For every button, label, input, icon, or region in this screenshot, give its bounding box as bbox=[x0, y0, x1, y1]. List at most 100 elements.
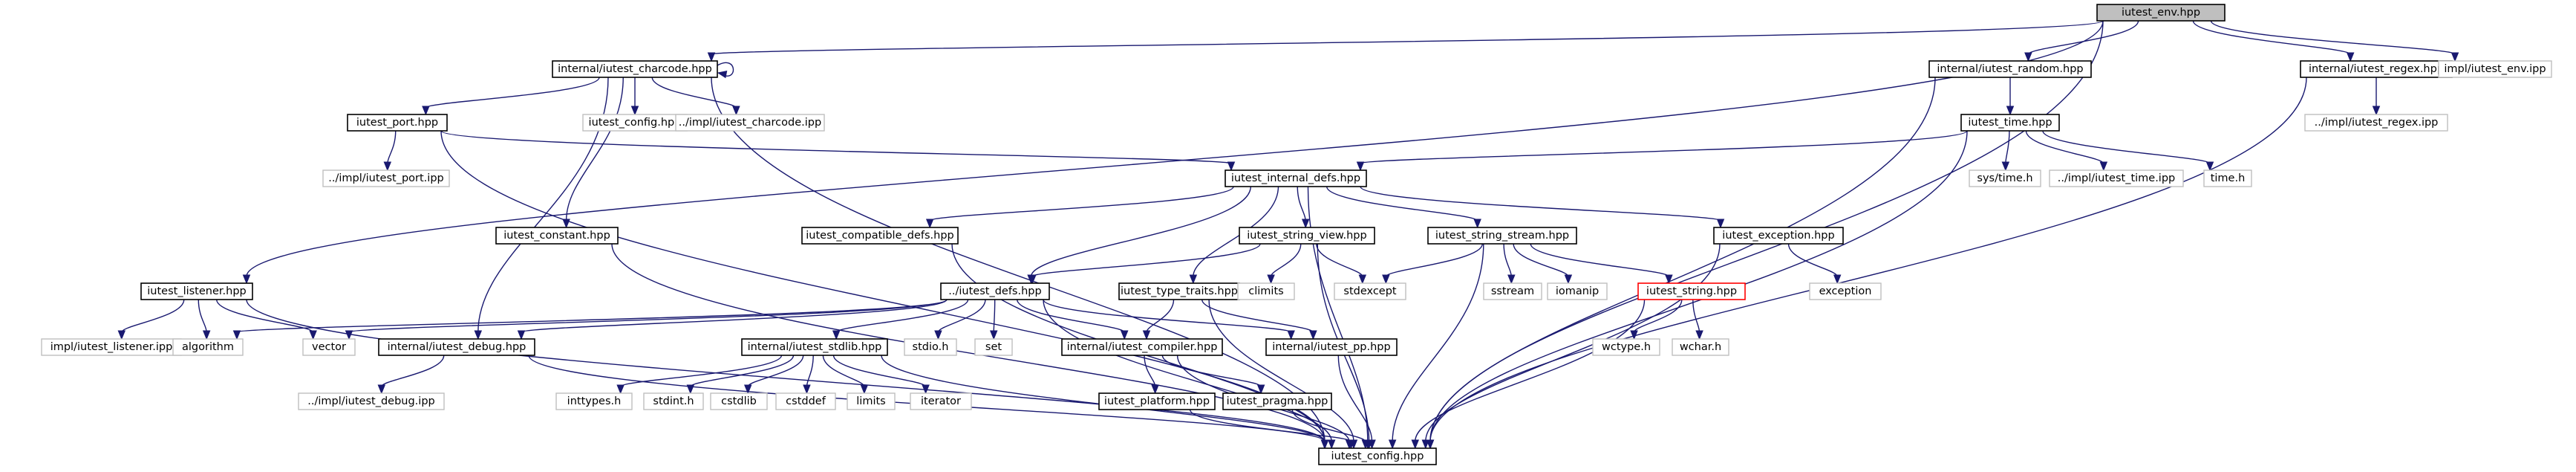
edge-line bbox=[1201, 299, 1314, 333]
edge-line bbox=[1429, 77, 2307, 442]
edge-line bbox=[1030, 186, 1251, 277]
edge-internaldefs-to-exceptionhpp bbox=[1360, 186, 1725, 229]
edge-line bbox=[1503, 243, 1513, 277]
node-box bbox=[2096, 4, 2226, 22]
node-env[interactable]: iutest_env.hpp bbox=[2096, 4, 2226, 22]
node-label: iutest_internal_defs.hpp bbox=[1231, 172, 1360, 184]
node-stringhpp[interactable]: iutest_string.hpp bbox=[1637, 282, 1746, 300]
node-box bbox=[2049, 169, 2184, 187]
node-cstdlib: cstdlib bbox=[710, 392, 768, 410]
node-pp[interactable]: internal/iutest_pp.hpp bbox=[1265, 338, 1398, 356]
edge-arrowhead bbox=[1473, 219, 1481, 229]
node-label: internal/iutest_debug.hpp bbox=[388, 341, 526, 353]
edge-arrowhead bbox=[732, 106, 740, 116]
node-label: iutest_string_view.hpp bbox=[1247, 230, 1366, 242]
edge-arrowhead bbox=[1142, 330, 1151, 340]
node-stringview[interactable]: iutest_string_view.hpp bbox=[1239, 227, 1375, 245]
node-internaldefs[interactable]: iutest_internal_defs.hpp bbox=[1225, 169, 1367, 187]
edge-compiler-to-pragma bbox=[1161, 355, 1265, 395]
edge-debug-to-debugipp bbox=[377, 355, 445, 395]
node-box bbox=[495, 227, 619, 245]
edge-arrowhead bbox=[383, 161, 392, 172]
node-timeh: time.h bbox=[2203, 169, 2252, 187]
edge-arrowhead bbox=[1120, 330, 1129, 340]
node-box bbox=[741, 338, 888, 356]
edge-listener-to-algorithm bbox=[198, 299, 211, 340]
edge-arrowhead bbox=[832, 330, 841, 340]
node-config[interactable]: iutest_config.hpp bbox=[1318, 447, 1437, 465]
edge-line bbox=[1291, 409, 1366, 442]
node-compatdefs[interactable]: iutest_compatible_defs.hpp bbox=[801, 227, 959, 245]
edge-stdlib-to-inttypes bbox=[616, 355, 783, 395]
node-charcodeipp: ../impl/iutest_charcode.ipp bbox=[675, 114, 825, 132]
edge-arrowhead bbox=[117, 330, 126, 340]
node-compiler[interactable]: internal/iutest_compiler.hpp bbox=[1061, 338, 1223, 356]
node-label: ../impl/iutest_port.ipp bbox=[328, 172, 443, 184]
edge-stringview-to-defs bbox=[1028, 243, 1261, 285]
node-algorithm: algorithm bbox=[172, 338, 244, 356]
node-iomanip: iomanip bbox=[1547, 282, 1608, 300]
edge-line bbox=[832, 355, 927, 387]
edge-arrowhead bbox=[1361, 439, 1370, 450]
edge-line bbox=[1633, 299, 1683, 333]
node-stdlib[interactable]: internal/iutest_stdlib.hpp bbox=[741, 338, 888, 356]
node-label: climits bbox=[1248, 285, 1283, 297]
edge-arrowhead bbox=[934, 330, 942, 340]
edge-arrowhead bbox=[1833, 274, 1842, 285]
node-box bbox=[1672, 338, 1729, 356]
edge-line bbox=[2042, 130, 2211, 164]
node-constant[interactable]: iutest_constant.hpp bbox=[495, 227, 619, 245]
edge-line bbox=[1429, 130, 1968, 442]
edge-arrowhead bbox=[1256, 384, 1265, 395]
node-wcharh: wchar.h bbox=[1672, 338, 1729, 356]
node-regex[interactable]: internal/iutest_regex.hpp bbox=[2300, 60, 2453, 78]
edge-stringstream-to-iomanip bbox=[1513, 243, 1573, 285]
edge-line bbox=[1208, 299, 1354, 442]
edge-arrowhead bbox=[1301, 219, 1310, 229]
edge-line bbox=[1316, 243, 1363, 277]
node-box bbox=[1265, 338, 1398, 356]
edge-line bbox=[1161, 355, 1262, 387]
edge-line bbox=[711, 77, 1326, 442]
node-label: sys/time.h bbox=[1977, 172, 2032, 184]
node-label: exception bbox=[1819, 285, 1872, 297]
node-timeipp: ../impl/iutest_time.ipp bbox=[2049, 169, 2184, 187]
edge-arrowhead bbox=[2024, 52, 2032, 62]
node-box bbox=[1547, 282, 1608, 300]
edge-stringhpp-to-wcharh bbox=[1692, 299, 1703, 340]
edge-stringview-to-climits bbox=[1267, 243, 1302, 285]
node-debug[interactable]: internal/iutest_debug.hpp bbox=[378, 338, 535, 356]
edge-arrowhead bbox=[1630, 330, 1638, 340]
node-regexipp: ../impl/iutest_regex.ipp bbox=[2304, 114, 2448, 132]
node-limits: limits bbox=[847, 392, 896, 410]
node-exceptionhpp[interactable]: iutest_exception.hpp bbox=[1713, 227, 1844, 245]
node-port[interactable]: iutest_port.hpp bbox=[347, 114, 448, 132]
node-defs[interactable]: ../iutest_defs.hpp bbox=[940, 282, 1050, 300]
edge-line bbox=[1031, 243, 1261, 277]
node-time[interactable]: iutest_time.hpp bbox=[1960, 114, 2060, 132]
edge-arrowhead bbox=[803, 384, 811, 395]
edge-arrowhead bbox=[345, 330, 353, 340]
edge-arrowhead bbox=[1327, 439, 1336, 450]
edge-time-to-internaldefs bbox=[1356, 130, 1968, 172]
edge-defs-to-config bbox=[1043, 299, 1336, 450]
edge-arrowhead bbox=[517, 330, 526, 340]
node-charcode[interactable]: internal/iutest_charcode.hpp bbox=[552, 60, 718, 78]
node-label: wchar.h bbox=[1680, 341, 1721, 353]
node-typetraits[interactable]: iutest_type_traits.hpp bbox=[1118, 282, 1240, 300]
node-listener[interactable]: iutest_listener.hpp bbox=[140, 282, 253, 300]
node-pragma[interactable]: iutest_pragma.hpp bbox=[1222, 392, 1332, 410]
node-exception: exception bbox=[1809, 282, 1882, 300]
node-label: iutest_config.hpp bbox=[1331, 450, 1424, 462]
edge-listener-to-config bbox=[246, 299, 1329, 450]
node-random[interactable]: internal/iutest_random.hpp bbox=[1928, 60, 2092, 78]
edge-line bbox=[937, 299, 986, 333]
node-label: iomanip bbox=[1556, 285, 1599, 297]
edge-stringhpp-to-wctypeh bbox=[1630, 299, 1683, 340]
node-label: iutest_env.hpp bbox=[2122, 7, 2200, 19]
edge-platform-to-config bbox=[1189, 409, 1355, 450]
node-listeneripp: impl/iutest_listener.ipp bbox=[41, 338, 182, 356]
edge-arrowhead bbox=[1309, 330, 1317, 340]
node-stringstream[interactable]: iutest_string_stream.hpp bbox=[1427, 227, 1577, 245]
node-platform[interactable]: iutest_platform.hpp bbox=[1098, 392, 1216, 410]
